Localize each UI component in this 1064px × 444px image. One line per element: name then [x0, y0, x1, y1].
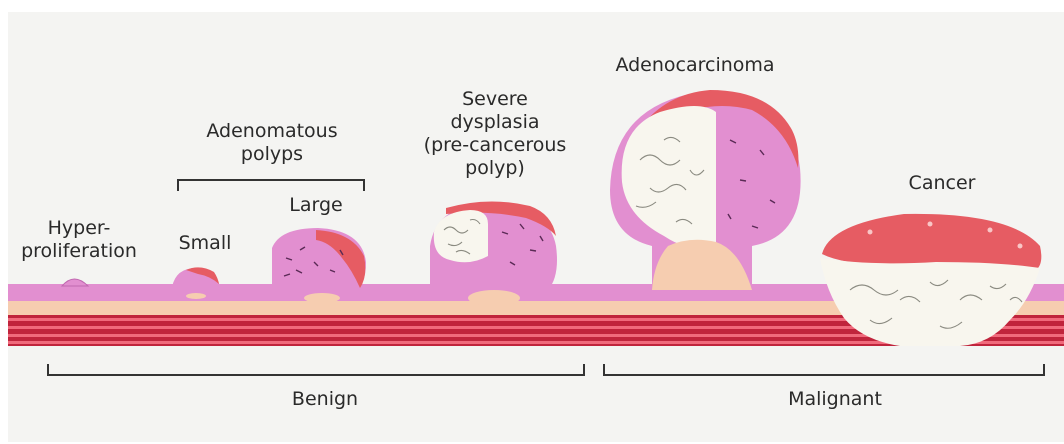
adenomatous-line-1: Adenomatous [180, 120, 364, 143]
cancer-text: Cancer [890, 172, 994, 195]
benign-text: Benign [270, 388, 380, 411]
dysplasia-line-3: (pre-cancerous [410, 134, 580, 157]
dysplasia-line-4: polyp) [410, 157, 580, 180]
malignant-text: Malignant [770, 388, 900, 411]
large-text: Large [278, 194, 354, 217]
adenomatous-line-2: polyps [180, 143, 364, 166]
dysplasia-line-1: Severe [410, 88, 580, 111]
adenocarcinoma-label: Adenocarcinoma [600, 54, 790, 77]
malignant-label: Malignant [770, 388, 900, 411]
cancer-label: Cancer [890, 172, 994, 195]
benign-label: Benign [270, 388, 380, 411]
hyperproliferation-label: Hyper- proliferation [10, 217, 148, 263]
small-label: Small [165, 232, 245, 255]
small-text: Small [165, 232, 245, 255]
adenocarcinoma-text: Adenocarcinoma [600, 54, 790, 77]
hyperproliferation-line-1: Hyper- [10, 217, 148, 240]
severe-dysplasia-label: Severe dysplasia (pre-cancerous polyp) [410, 88, 580, 180]
dysplasia-line-2: dysplasia [410, 111, 580, 134]
hyperproliferation-line-2: proliferation [10, 240, 148, 263]
adenomatous-polyps-label: Adenomatous polyps [180, 120, 364, 166]
large-label: Large [278, 194, 354, 217]
